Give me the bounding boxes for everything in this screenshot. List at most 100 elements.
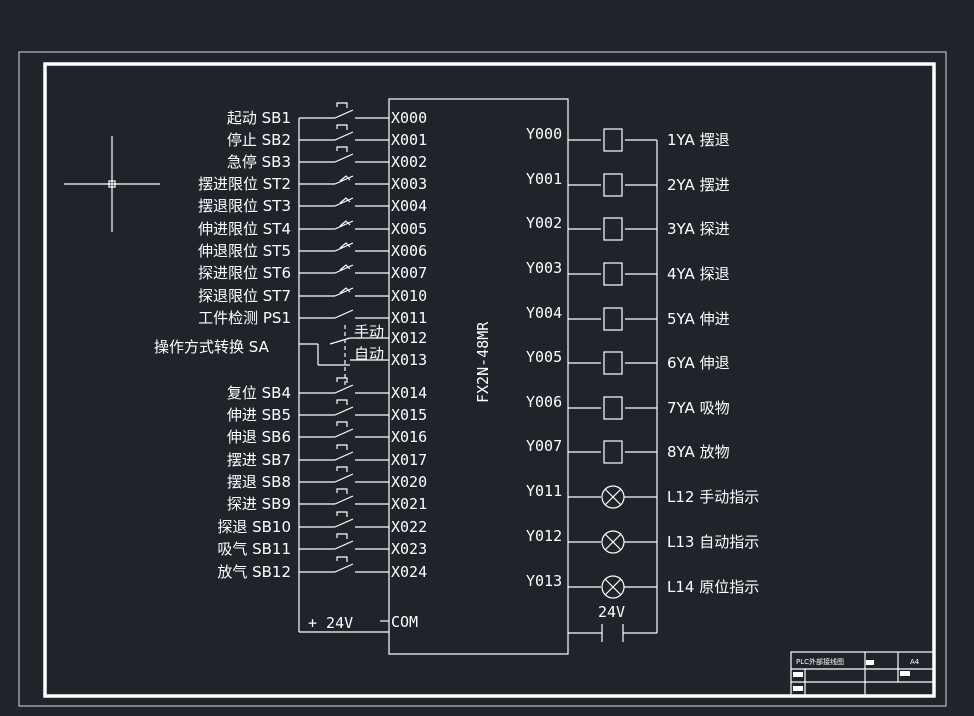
output-label: 3YA 探进 [667,220,730,238]
output-row: Y004 5YA 伸进 [526,304,730,331]
push-button-contact [334,540,354,550]
input-address: X021 [391,495,427,513]
output-address: Y005 [526,348,562,366]
push-button-contact [334,428,354,438]
push-button-actuator [336,124,348,130]
output-address: Y001 [526,170,562,188]
input-row: 复位 SB4 X014 [227,377,427,402]
input-address: X011 [391,309,427,327]
input-address: X015 [391,406,427,424]
input-label: 摆进 SB7 [227,451,291,469]
lamp-cross [604,488,622,506]
input-label: 工件检测 PS1 [198,309,291,327]
input-address: X005 [391,220,427,238]
limit-switch-actuator [339,264,351,271]
input-label: 探进限位 ST6 [198,264,291,282]
input-address: X016 [391,428,427,446]
output-label: 7YA 吸物 [667,399,730,417]
lamp-cross [604,533,622,551]
input-address: X010 [391,287,427,305]
input-row: 工件检测 PS1 X011 [198,309,427,327]
push-button-contact [334,473,354,483]
output-address: Y007 [526,437,562,455]
push-button-contact [334,406,354,416]
solenoid-coil-icon [603,396,623,420]
input-address: X001 [391,131,427,149]
crosshair-cursor-icon [64,136,160,232]
input-row: X012 [391,329,427,347]
selector-manual-label: 手动 [354,323,384,341]
input-address: X006 [391,242,427,260]
limit-switch-contact [334,264,354,274]
push-button-contact [334,131,354,141]
input-label: 起动 SB1 [227,109,291,127]
push-button-actuator [336,421,348,427]
solenoid-coil-icon [603,217,623,241]
push-button-contact [334,109,354,119]
com-label: COM [391,613,418,631]
solenoid-coil-icon [603,262,623,286]
input-row: 摆进限位 ST2 X003 [198,175,427,193]
output-supply-label: 24V [598,603,625,621]
output-label: L14 原位指示 [667,578,759,596]
input-label: 吸气 SB11 [217,540,291,558]
input-address: X004 [391,197,427,215]
input-row: 探进 SB9 X021 [227,488,427,513]
input-label: 伸退 SB6 [227,428,291,446]
limit-switch-contact [334,175,354,185]
push-button-actuator [336,466,348,472]
push-button-actuator [336,488,348,494]
push-button-actuator [336,444,348,450]
push-button-contact [334,495,354,505]
solenoid-coil-icon [603,173,623,197]
solenoid-coil-icon [603,351,623,375]
input-address: X020 [391,473,427,491]
selector-auto-label: 自动 [354,345,384,363]
push-button-actuator [336,377,348,383]
limit-switch-actuator [339,242,351,249]
input-supply: + 24V COM [298,118,418,633]
input-address: X022 [391,518,427,536]
push-button-contact [334,153,354,163]
input-address: X014 [391,384,427,402]
input-address: X003 [391,175,427,193]
plc-body [388,98,569,655]
limit-switch-actuator [339,220,351,227]
push-button-actuator [336,399,348,405]
input-address: X012 [391,329,427,347]
output-label: 5YA 伸进 [667,310,730,328]
output-address: Y003 [526,259,562,277]
title-block-name: PLC外部接线图 [796,657,844,666]
input-label: 探退 SB10 [217,518,291,536]
limit-switch-contact [334,197,354,207]
input-address: X024 [391,563,427,581]
input-label: 摆退 SB8 [227,473,291,491]
input-label: 复位 SB4 [227,384,291,402]
solenoid-coil-icon [603,307,623,331]
push-button-actuator [336,556,348,562]
output-address: Y004 [526,304,562,322]
lamp-cross [604,578,622,596]
output-address: Y000 [526,125,562,143]
push-button-actuator [336,102,348,108]
inner-frame [43,62,936,698]
input-address: X013 [391,351,427,369]
input-label: 探进 SB9 [227,495,291,513]
output-row: Y002 3YA 探进 [526,214,730,241]
input-address: X002 [391,153,427,171]
limit-switch-actuator [339,175,351,182]
output-address: Y011 [526,482,562,500]
push-button-actuator [336,533,348,539]
input-label: 摆进限位 ST2 [198,175,291,193]
output-address: Y002 [526,214,562,232]
